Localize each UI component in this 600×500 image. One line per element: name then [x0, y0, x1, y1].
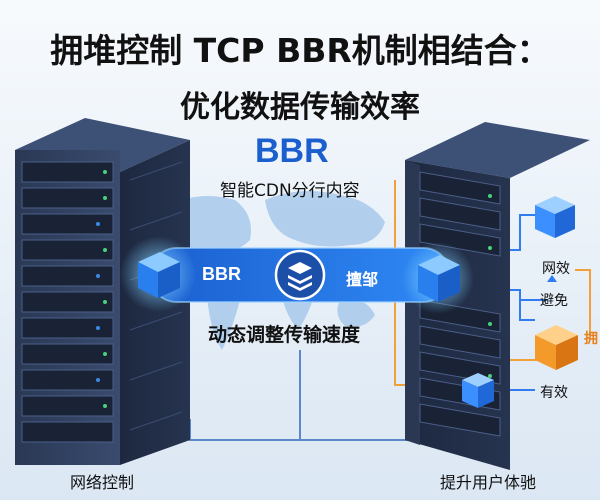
user-experience-label: 提升用户体驰	[440, 473, 537, 492]
bbr-pill-label: BBR	[202, 264, 241, 284]
arrow-up-icon	[547, 275, 557, 282]
adjust-speed-label: 动态调整传输速度	[208, 324, 361, 346]
layers-icon	[274, 249, 326, 301]
bbr-heading: BBR	[255, 132, 329, 170]
right-server	[405, 122, 590, 470]
box-icon	[535, 196, 575, 238]
effective-label: 有效	[540, 385, 568, 401]
box-icon	[402, 242, 474, 314]
network-control-label: 网络控制	[70, 473, 135, 492]
cdn-label: 智能CDN分行内容	[220, 181, 360, 201]
congestion-pill-label: 擅邹	[346, 270, 379, 289]
avoid-label: 避免	[540, 293, 568, 309]
edge-cut-label: 拥	[584, 331, 598, 347]
box-icon	[120, 236, 196, 312]
title-line-2: 优化数据传输效率	[180, 90, 420, 125]
box-icon	[535, 325, 578, 370]
title-line-1: 拥堆控制 TCP BBR机制相结合：	[50, 31, 550, 70]
net-eff-label: 网效	[542, 261, 570, 277]
box-icon	[462, 373, 494, 408]
